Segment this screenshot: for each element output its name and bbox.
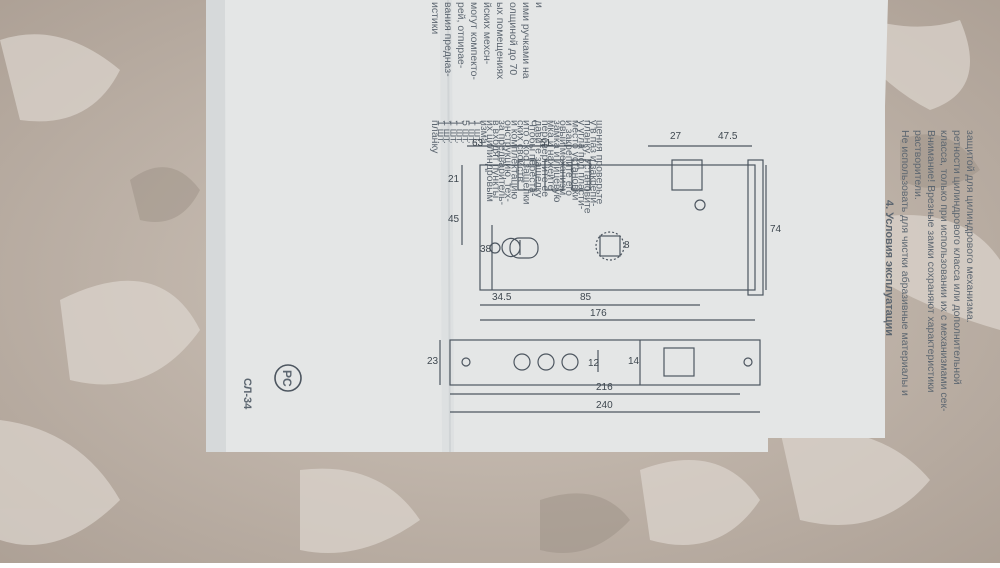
lp-line: изма: [478, 120, 490, 144]
instruction-paper: [206, 0, 888, 453]
dim-51: 51: [540, 138, 552, 149]
sec-line: защитой для цилиндрового механизма.: [964, 130, 976, 323]
sec-line: растворители.: [912, 130, 924, 200]
dim-27: 27: [670, 131, 682, 142]
fp-bolt-hole-2: [537, 353, 555, 371]
dead-bolt-1: [517, 159, 537, 191]
dim-14: 14: [628, 356, 640, 367]
lp-line: вания предназ-: [442, 2, 454, 77]
spindle-square: [599, 235, 621, 257]
lp-line: 1 шт.: [447, 120, 459, 144]
lp-line: рей, отпирае-: [455, 2, 467, 69]
lp-line: замка и лицевую: [551, 120, 563, 203]
screw-hole-upper: [694, 199, 706, 211]
lock-drawing: [439, 145, 767, 413]
cert-mark: PC: [274, 364, 302, 392]
section-body: Не использовать для чистки абразивные ма…: [899, 130, 976, 412]
dim-12: 12: [588, 358, 600, 369]
spindle-hub: [595, 231, 625, 261]
lp-line: йских мехсн-: [481, 2, 493, 65]
dim-45: 45: [448, 214, 460, 225]
fp-screw-2: [743, 357, 753, 367]
dim-63: 63: [472, 138, 484, 149]
lp-line: 1 шт.: [453, 120, 465, 144]
dim-34-5: 34.5: [492, 292, 512, 303]
cert-mark-text: PC: [280, 370, 294, 387]
section-title: 4. Условия эксплуатации: [883, 200, 895, 336]
dim-21: 21: [448, 174, 460, 185]
fp-latch-window: [663, 347, 695, 377]
lp-line: переверните ее: [539, 120, 551, 197]
cylinder-hole-top: [489, 242, 501, 254]
lp-line: их цилиндровым: [484, 120, 496, 202]
dim-74: 74: [770, 224, 782, 235]
lp-line: и: [533, 2, 545, 8]
lp-line: ых помещениях: [494, 2, 506, 80]
lp-line: 5 шт.: [460, 120, 472, 144]
sec-line: класса, только при использовании их с ме…: [938, 130, 950, 412]
lock-body-outline: [479, 164, 756, 291]
lp-line: ими ручками на: [520, 2, 532, 79]
dim-38: 38: [480, 244, 492, 255]
dim-47-5: 47.5: [718, 131, 738, 142]
dimension-labels: 27 47.5 63 51 74 8 21 45 38 34.5 85 176 …: [427, 131, 782, 411]
lp-line: за предваритель-: [496, 120, 508, 206]
dim-240: 240: [596, 400, 613, 411]
lp-line: истики: [429, 2, 441, 34]
latch-bolt: [671, 159, 703, 191]
dim-176: 176: [590, 308, 607, 319]
faceplate-front: [449, 339, 761, 386]
lp-line: 1 шт.: [435, 120, 447, 144]
table-pattern: [0, 0, 1000, 554]
fp-bolt-hole-3: [561, 353, 579, 371]
lp-line: ито скос защелки: [521, 120, 533, 205]
lp-line: овый механизм,: [557, 120, 569, 198]
lp-line: мка и наже­ите: [545, 120, 557, 191]
lp-line: в входят пункты: [490, 120, 502, 198]
sec-line: Не использовать для чистки абразивные ма…: [899, 130, 911, 396]
dead-bolt-3: [571, 159, 591, 191]
fp-bolt-hole-1: [513, 353, 531, 371]
model-code: СЛ-34: [241, 378, 253, 410]
lp-line: олщиной до 70: [507, 2, 519, 75]
lp-line: планку: [429, 120, 441, 154]
cylinder-profile: [501, 237, 521, 258]
table-dark-swirls: [130, 134, 980, 554]
lp-line: 1 шт.: [466, 120, 478, 144]
sec-line: ретности цилиндрового класса или дополни…: [951, 130, 963, 385]
dim-85: 85: [580, 292, 592, 303]
lp-line: щения проверьте: [594, 120, 606, 204]
face-plate: [747, 159, 764, 296]
dim-8: 8: [624, 240, 630, 251]
lp-line: 1 шт.: [472, 120, 484, 144]
dead-bolt-2: [544, 159, 564, 191]
dim-216: 216: [596, 382, 613, 393]
cylinder-cutout: [509, 237, 539, 259]
lp-line: онструкцию, тех-: [502, 120, 514, 202]
fp-screw-1: [461, 357, 471, 367]
dim-23: 23: [427, 356, 439, 367]
lp-line: могут компекто-: [468, 2, 480, 80]
right-page: 4. Условия эксплуатации Не использовать …: [883, 130, 976, 412]
lp-line: и комплектацию: [508, 120, 520, 199]
sec-line: Внимание! Врезные замки сохраняют характ…: [925, 130, 937, 393]
lp-line: 1 шт.: [441, 120, 453, 144]
